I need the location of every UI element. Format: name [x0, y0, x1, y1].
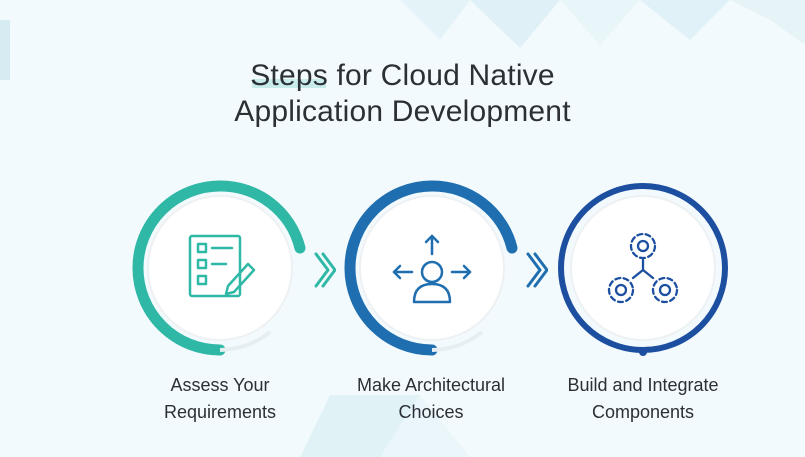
step-3-label-line-2: Components: [591, 402, 695, 422]
step-1-graphic: [132, 180, 306, 356]
title-highlight: Steps: [250, 59, 328, 92]
checklist-pencil-icon: [188, 234, 256, 298]
step-build-integrate: [553, 178, 733, 358]
step-2-label-line-1: Make Architectural: [356, 375, 506, 395]
gears-icon: [607, 232, 679, 304]
page-title: Steps for Cloud Native Application Devel…: [0, 58, 805, 130]
title-line-1-rest: for Cloud Native: [327, 59, 555, 92]
chevron-right-icon: [314, 252, 336, 288]
step-1-label-line-1: Assess Your: [170, 375, 270, 395]
step-2-label-line-2: Choices: [398, 402, 464, 422]
title-line-1: Steps for Cloud Native: [0, 58, 805, 94]
step-3-label-line-1: Build and Integrate: [567, 375, 719, 395]
person-arrows-icon: [392, 234, 472, 304]
step-2-label: Make Architectural Choices: [331, 372, 531, 426]
chevron-right-icon: [526, 252, 548, 288]
step-3-graphic: [558, 183, 728, 356]
step-1-label: Assess Your Requirements: [120, 372, 320, 426]
title-line-2: Application Development: [234, 95, 571, 128]
step-3-label: Build and Integrate Components: [543, 372, 743, 426]
step-1-label-line-2: Requirements: [163, 402, 277, 422]
title-block: Steps for Cloud Native Application Devel…: [0, 0, 805, 140]
step-2-graphic: [344, 180, 518, 356]
step-assess: [130, 178, 310, 358]
step-make-choices: [342, 178, 522, 358]
